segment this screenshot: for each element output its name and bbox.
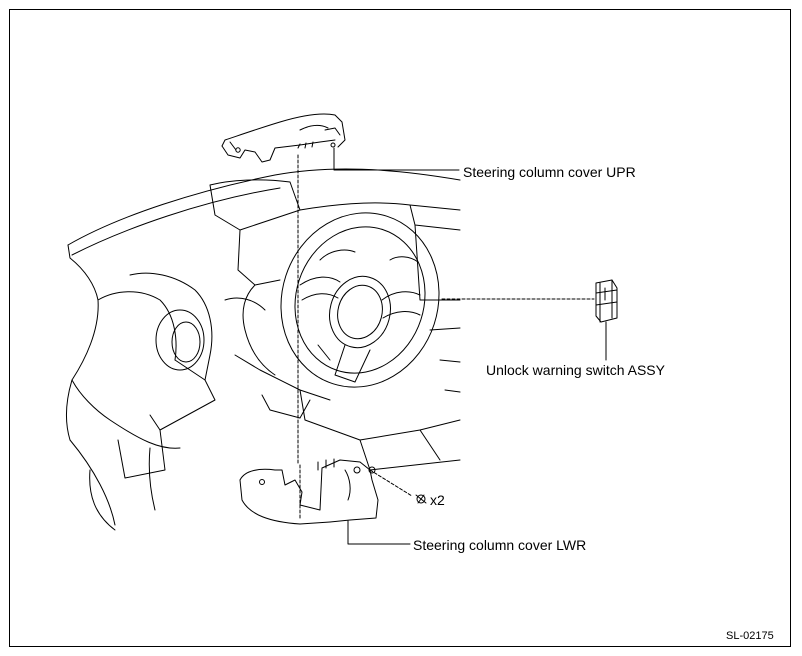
label-screw-quantity: x2 bbox=[430, 492, 445, 508]
dashboard-drawing bbox=[65, 168, 461, 531]
figure-id: SL-02175 bbox=[726, 630, 774, 642]
connector-lines-dashed bbox=[297, 154, 595, 521]
screw-drawing bbox=[415, 494, 427, 504]
label-steering-column-cover-lwr: Steering column cover LWR bbox=[413, 537, 587, 553]
unlock-warning-switch-drawing bbox=[595, 279, 618, 323]
steering-column-cover-lwr-drawing bbox=[239, 458, 379, 525]
label-unlock-warning-switch-assy: Unlock warning switch ASSY bbox=[486, 362, 665, 378]
leader-lines bbox=[333, 147, 607, 545]
steering-column-cover-upr-drawing bbox=[221, 113, 346, 163]
label-steering-column-cover-upr: Steering column cover UPR bbox=[463, 164, 636, 180]
diagram-frame bbox=[9, 9, 791, 647]
steering-wheel-drawing bbox=[280, 212, 440, 388]
